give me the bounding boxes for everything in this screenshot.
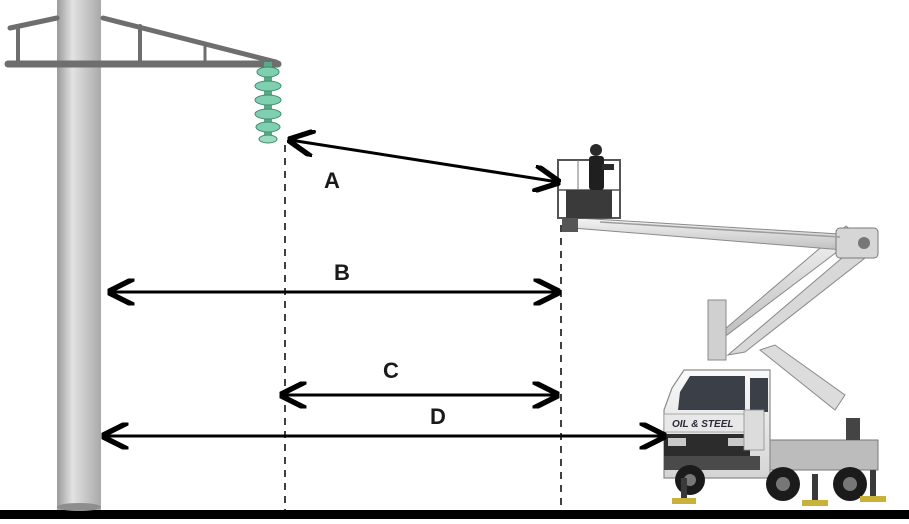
lower-boom: [707, 225, 866, 411]
utility-pole: [57, 0, 101, 511]
truck-logo: OIL & STEEL: [672, 419, 734, 430]
label-d: D: [430, 404, 446, 429]
ground-line: [0, 510, 909, 519]
truck-wheels: [675, 465, 867, 501]
bucket-truck: OIL & STEEL: [557, 144, 886, 506]
outrigger-legs: [672, 470, 886, 506]
label-a: A: [324, 168, 340, 193]
label-b: B: [334, 260, 350, 285]
insulator: [254, 62, 282, 144]
arrow-a: [290, 140, 558, 182]
truck-body: OIL & STEEL: [663, 369, 879, 479]
lineworker-figure: [589, 144, 614, 190]
label-c: C: [383, 358, 399, 383]
pole-crossarm: [4, 15, 282, 68]
